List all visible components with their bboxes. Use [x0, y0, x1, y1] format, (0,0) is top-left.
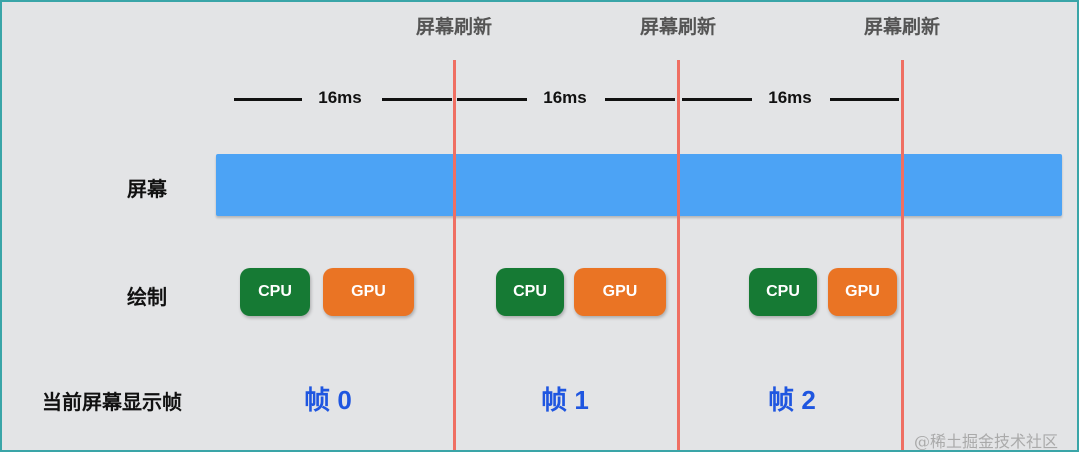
refresh-label-1: 屏幕刷新 [415, 17, 492, 38]
cpu-block-1: CPU [240, 268, 310, 316]
gpu-block-3: GPU [828, 268, 897, 316]
gpu-block-2: GPU [574, 268, 666, 316]
interval-label-3: 16ms [768, 88, 812, 107]
row-label-current-frame: 当前屏幕显示帧 [42, 392, 182, 414]
refresh-label-2: 屏幕刷新 [639, 17, 716, 38]
cpu-block-3: CPU [749, 268, 817, 316]
interval-line [830, 98, 899, 101]
refresh-line-1 [453, 60, 456, 450]
frame-label-2: 帧 2 [768, 385, 816, 415]
cpu-block-2: CPU [496, 268, 564, 316]
frame-label-0: 帧 0 [304, 385, 352, 415]
interval-label-2: 16ms [543, 88, 587, 107]
screen-bar [216, 154, 1062, 216]
interval-label-1: 16ms [318, 88, 362, 107]
interval-line [605, 98, 675, 101]
interval-line [382, 98, 452, 101]
interval-line [234, 98, 302, 101]
frame-label-1: 帧 1 [541, 385, 589, 415]
gpu-block-1: GPU [323, 268, 414, 316]
row-label-draw: 绘制 [127, 287, 167, 309]
refresh-line-3 [901, 60, 904, 450]
refresh-label-3: 屏幕刷新 [863, 17, 940, 38]
row-label-screen: 屏幕 [127, 179, 167, 201]
interval-line [457, 98, 527, 101]
refresh-line-2 [677, 60, 680, 450]
interval-line [682, 98, 752, 101]
watermark: @稀土掘金技术社区 [914, 432, 1059, 451]
